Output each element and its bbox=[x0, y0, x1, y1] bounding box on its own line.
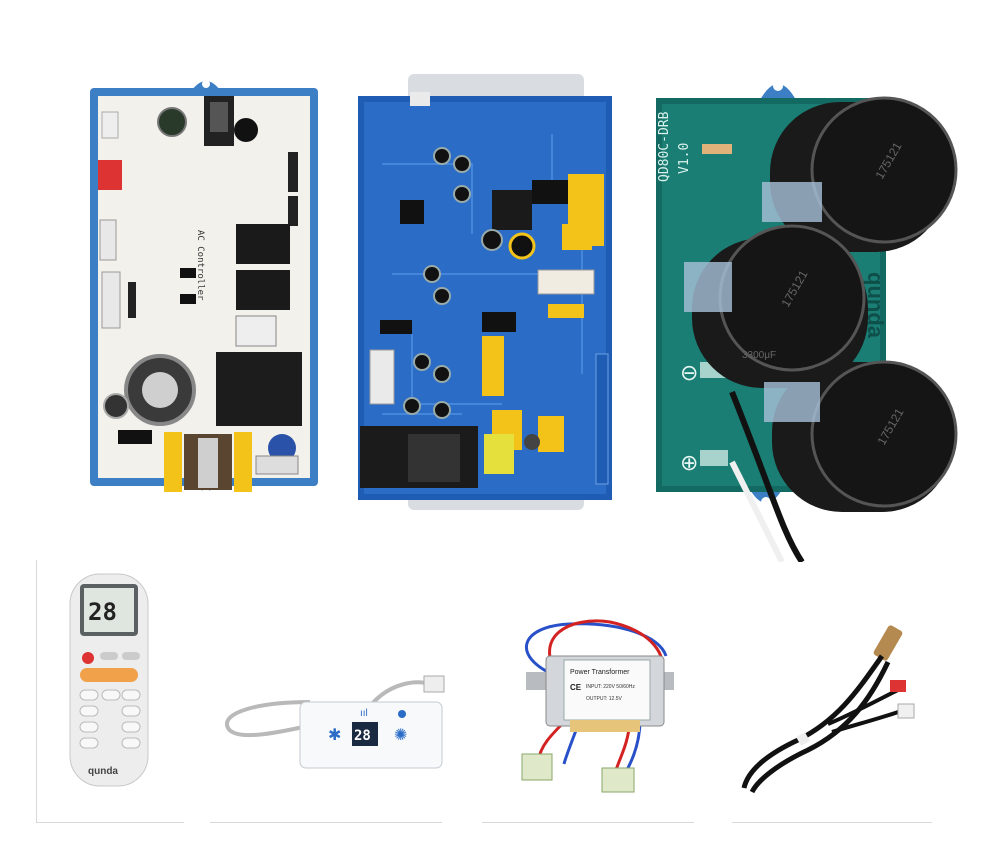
transformer-input-spec: INPUT: 220V 50/60Hz bbox=[586, 684, 635, 690]
temperature-sensor-cable bbox=[738, 620, 918, 800]
transformer-title: Power Transformer bbox=[570, 669, 630, 676]
capacitor-board-model-label: QD80C-DRB bbox=[657, 111, 672, 182]
main-controller-board: AC Controller bbox=[88, 72, 320, 500]
transformer-ce-mark: CE bbox=[570, 683, 582, 692]
divider-left bbox=[36, 560, 37, 822]
capacitor-board: QD80C-DRB V1.0 ⊖ ⊕ qunda 175121 175121 3… bbox=[652, 62, 972, 562]
remote-brand-logo: qunda bbox=[88, 766, 118, 777]
svg-text:✺: ✺ bbox=[394, 727, 407, 744]
transformer-output-spec: OUTPUT: 12.5V bbox=[586, 696, 623, 702]
remote-lcd-digits: 28 bbox=[88, 598, 117, 626]
capacitor-2-value: 3300μF bbox=[742, 350, 776, 361]
svg-text:✱: ✱ bbox=[328, 727, 341, 744]
polarity-plus-mark: ⊕ bbox=[680, 450, 698, 475]
indoor-display-panel: 28 ✱ ✺ ııl bbox=[220, 672, 450, 776]
polarity-minus-mark: ⊖ bbox=[680, 360, 698, 385]
divider-bottom-3 bbox=[482, 822, 694, 823]
main-board-silkscreen-label: AC Controller bbox=[195, 230, 205, 301]
divider-bottom-1 bbox=[36, 822, 184, 823]
svg-text:ııl: ııl bbox=[360, 708, 368, 719]
inverter-control-board bbox=[352, 74, 618, 510]
capacitor-board-version-label: V1.0 bbox=[677, 143, 692, 174]
display-panel-digits: 28 bbox=[354, 728, 371, 744]
divider-bottom-2 bbox=[210, 822, 442, 823]
divider-bottom-4 bbox=[732, 822, 932, 823]
power-transformer: Power Transformer CE INPUT: 220V 50/60Hz… bbox=[510, 616, 690, 802]
remote-control: 28 qunda bbox=[66, 572, 152, 788]
